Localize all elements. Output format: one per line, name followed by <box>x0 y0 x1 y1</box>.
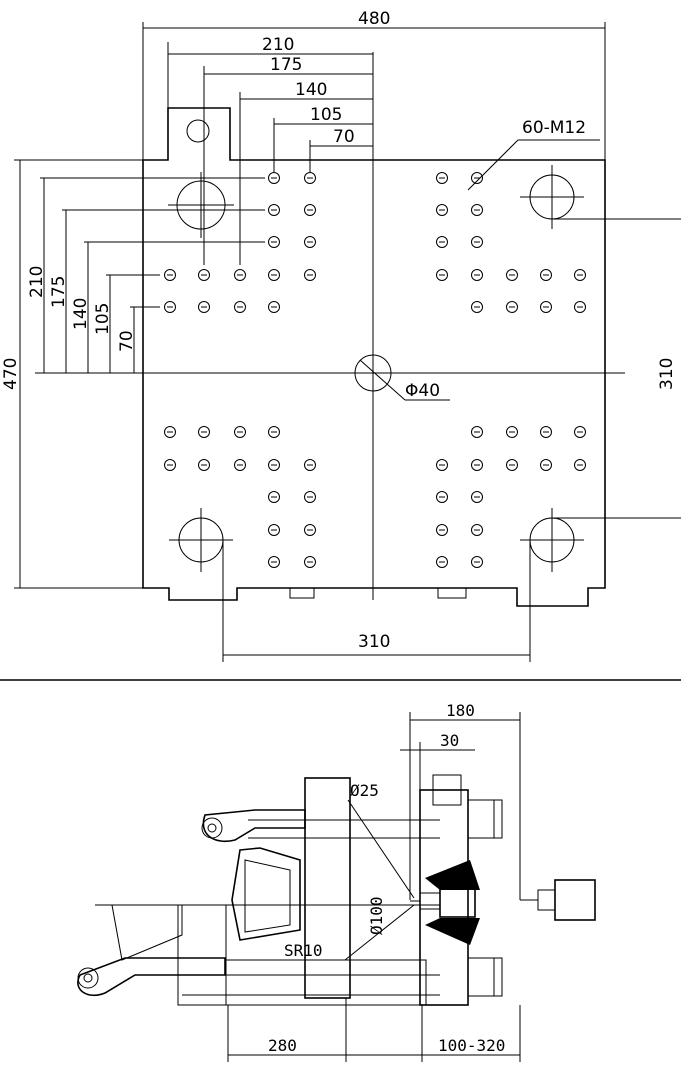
dim-left-105: 105 <box>93 303 113 335</box>
lower-pivot <box>77 967 99 989</box>
fixed-platen <box>419 789 469 1006</box>
left-dimensions: 470 210 175 140 105 70 <box>1 159 265 589</box>
dim-70: 70 <box>333 127 355 147</box>
dim-left-70: 70 <box>117 330 137 352</box>
nozzle-hole-diameter-label: Ø25 <box>350 781 379 800</box>
nozzle-stroke-label: 180 <box>446 701 475 720</box>
center-hole-label: Φ40 <box>405 381 440 401</box>
dim-left-140: 140 <box>71 298 91 330</box>
upper-toggle-link <box>202 809 306 842</box>
dim-105: 105 <box>310 105 342 125</box>
tie-bar-spacing-vertical-label: 310 <box>657 358 677 390</box>
platen-outline <box>142 107 606 607</box>
platen-front-view: Φ40 60-M12 480 210 175 140 105 70 <box>1 9 681 662</box>
upper-pivot <box>201 817 223 839</box>
dim-left-210: 210 <box>27 266 47 298</box>
platen-bottom-tab-right <box>437 587 467 599</box>
platen-bottom-tab-left <box>289 587 315 599</box>
lower-link-arm <box>111 904 183 961</box>
nozzle-funnel-lower <box>425 918 480 945</box>
dim-210: 210 <box>262 35 294 55</box>
locating-ring-diameter-label: Ø100 <box>367 896 386 935</box>
clamping-side-view: 180 30 Ø25 Ø100 SR10 280 100-320 <box>77 701 596 1062</box>
dim-175: 175 <box>270 55 302 75</box>
m12-hole-grid <box>164 172 586 568</box>
injection-unit-lower-clamp <box>467 957 495 997</box>
dim-left-175: 175 <box>49 276 69 308</box>
tie-bar-holes <box>168 165 584 572</box>
toggle-body <box>231 847 301 941</box>
mold-thickness-range-label: 100-320 <box>438 1036 505 1055</box>
injection-unit-upper-clamp <box>467 799 495 839</box>
hole-callout-leader <box>467 139 519 191</box>
platen-distance-label: 280 <box>268 1036 297 1055</box>
nozzle-radius-label: SR10 <box>284 941 323 960</box>
center-hole <box>354 354 392 392</box>
lower-toggle-link <box>77 957 226 997</box>
dim-140: 140 <box>295 80 327 100</box>
center-hole-leader <box>359 359 406 401</box>
right-dimension: 310 <box>552 218 681 519</box>
bottom-dimension: 310 <box>222 540 531 662</box>
top-dimensions: 480 210 175 140 105 70 <box>142 9 606 265</box>
nozzle-protrusion-label: 30 <box>440 731 459 750</box>
overall-width-label: 480 <box>358 9 390 29</box>
overall-height-label: 470 <box>1 358 21 390</box>
injection-nozzle <box>554 879 596 921</box>
tie-bar-spacing-horizontal-label: 310 <box>358 632 390 652</box>
moving-platen <box>304 777 351 999</box>
lug-hole <box>186 119 210 143</box>
hole-callout-label: 60-M12 <box>522 118 586 138</box>
nozzle-funnel-upper <box>425 860 480 890</box>
